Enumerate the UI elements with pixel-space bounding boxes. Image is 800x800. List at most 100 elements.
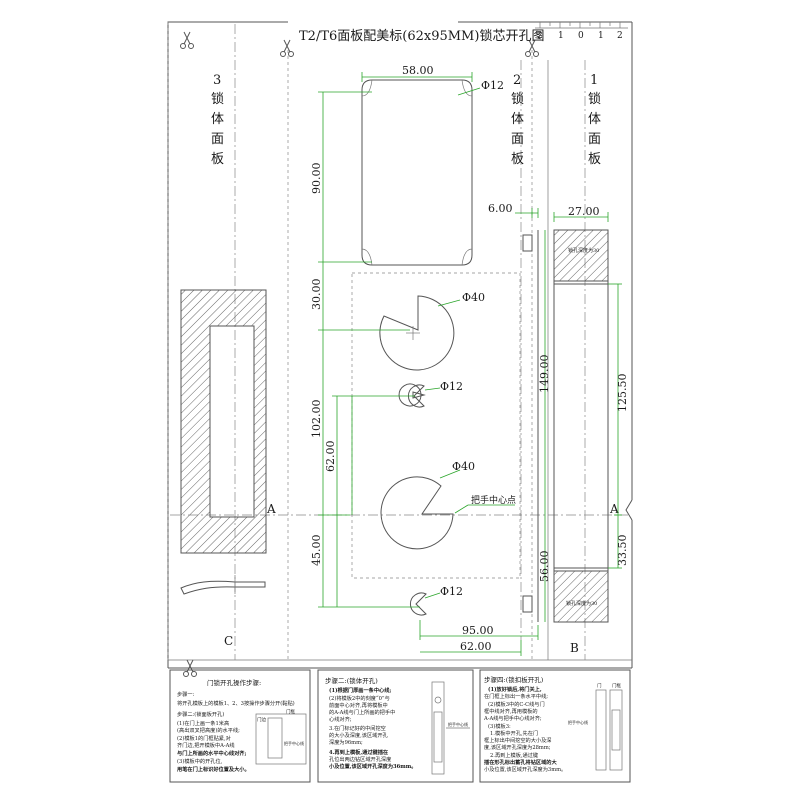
column-char: 体	[588, 112, 601, 127]
instruction-line: 2.再到上模板,通过键	[490, 751, 538, 759]
lock-body-outline	[522, 229, 609, 623]
dim-62-horizontal: 62.00	[460, 640, 492, 653]
ruler-tick-label: 1	[558, 31, 564, 41]
instruction-line: A-A线与把手中心线对齐;	[483, 714, 542, 722]
dim-phi12-bottom: Φ12	[440, 585, 463, 598]
cylinder-cutout-rect	[361, 79, 473, 266]
scissors-icon	[180, 31, 194, 49]
scissors-icon	[525, 39, 539, 57]
instruction-line: 4.再到上模板,通过键插在	[329, 748, 388, 756]
screw-hole-mid	[398, 383, 426, 407]
instruction-line: (1)根据门厚画一条中心线;	[329, 686, 391, 694]
handle-guide-rect	[351, 272, 521, 579]
instruction-line: 3.在门标记好的中间挖空	[329, 724, 386, 732]
dim-6: 6.00	[488, 202, 513, 215]
instruction-line: (1)放好锁后,将门关上,	[488, 685, 542, 693]
instruction-line: 深度为96mm;	[329, 738, 363, 746]
instruction-box-2: 步骤二:(锁体开孔) (1)根据门厚画一条中心线; (2)将模板2中的刻度“0”…	[317, 669, 474, 783]
column-char: 面	[511, 132, 524, 147]
instruction-title: 步骤四:(锁扣板开孔)	[484, 675, 544, 684]
screw-hole-bottom	[409, 592, 427, 616]
instruction-line: 前面中心对齐,再将模板中	[329, 701, 388, 709]
dim-phi12-top: Φ12	[481, 79, 504, 92]
diagram-label: 把手中心线	[284, 740, 304, 746]
instruction-line: 度,该区域开孔深度为28mm;	[484, 743, 551, 751]
scissors-icon	[280, 39, 294, 57]
dim-56: 56.00	[538, 551, 551, 583]
section-label-c: C	[224, 634, 233, 648]
ruler-tick-label: 2	[537, 31, 543, 41]
dim-33: 33.50	[616, 535, 629, 567]
diagram-label: 门边	[257, 716, 266, 723]
column-char: 体	[511, 112, 524, 127]
instruction-line: 心线对齐;	[329, 715, 352, 723]
dim-90: 90.00	[310, 163, 323, 195]
template-title: T2/T6面板配美标(62x95MM)锁芯开孔图	[299, 28, 544, 44]
section-label-a-right: A	[609, 502, 619, 516]
column-char: 面	[588, 132, 601, 147]
column-char: 板	[211, 152, 224, 167]
instruction-line: (3)模板3:	[488, 722, 511, 730]
instruction-box-3: 步骤四:(锁扣板开孔) (1)放好锁后,将门关上, 在门框上标出一条水平中线; …	[479, 669, 631, 783]
section-label-a-left: A	[266, 502, 276, 516]
column-number: 3	[213, 73, 221, 88]
hatch-depth-label: 锁孔深度为30	[568, 247, 599, 254]
dim-58: 58.00	[402, 64, 434, 77]
instruction-line: 插在形孔标出蓄孔将钻区域的大	[484, 758, 557, 766]
instruction-line: (2)模板3中的C-C线与门	[488, 700, 545, 708]
column-char: 板	[511, 152, 524, 167]
dimension-lines	[318, 72, 622, 656]
instruction-line: 小及位置,该区域开孔深度为3mm。	[484, 765, 566, 773]
section-label-b: B	[570, 641, 579, 655]
column-label-1: 1 锁 体 面 板	[588, 73, 601, 167]
instruction-title: 门锁开孔操作步骤:	[207, 678, 261, 687]
dim-125: 125.50	[616, 374, 629, 413]
template-frame	[167, 21, 633, 669]
spindle-hole-bottom	[380, 476, 454, 550]
instruction-line: 与门上所画的水平中心线对齐;	[177, 749, 246, 757]
column-number: 2	[513, 73, 521, 88]
instruction-line: (2)模板1的门框贴紧,对	[177, 734, 231, 742]
dim-149: 149.00	[538, 355, 551, 394]
instruction-line: (2)将模板2中的刻度“0”与	[329, 694, 390, 702]
instruction-line: 孔位出两边钻区域开孔深度	[329, 755, 391, 763]
instruction-line: 在门框上标出一条水平中线;	[484, 692, 548, 700]
instruction-line: 1.模板中开孔,先在门	[490, 729, 538, 737]
instruction-line: 的大小及深度,该区域开孔	[329, 731, 389, 739]
dim-62-vertical: 62.00	[324, 441, 337, 473]
instruction-line: 框上标出中间挖空的大小及深	[484, 736, 551, 744]
column-char: 锁	[588, 91, 601, 107]
dim-phi40-top: Φ40	[462, 291, 485, 304]
instruction-line: 框中线对齐,再用模板的	[484, 707, 538, 715]
dim-102: 102.00	[310, 400, 323, 439]
instruction-line: 小及位置,该区域开孔深度为36mm。	[329, 762, 416, 770]
instruction-line: (3)模板中的开孔位,	[177, 757, 223, 765]
dim-30: 30.00	[310, 279, 323, 311]
dim-27: 27.00	[568, 205, 600, 218]
dim-45: 45.00	[310, 535, 323, 567]
ruler-tick-label: 0	[578, 31, 584, 41]
spindle-hole-top	[379, 295, 455, 371]
strike-plate-outline	[180, 289, 267, 554]
column-char: 锁	[211, 91, 224, 107]
dim-phi12-mid: Φ12	[440, 380, 463, 393]
column-label-3: 3 锁 体 面 板	[211, 73, 224, 167]
handle-center-label: 把手中心点	[471, 494, 516, 506]
column-char: 锁	[511, 91, 524, 107]
diagram-label: 门框	[286, 708, 295, 715]
ruler: 2 1 0 1 2	[535, 22, 628, 41]
diagram-label: 把手中心线	[448, 721, 468, 727]
instruction-line: 步骤二:(锁面板开孔)	[177, 710, 224, 718]
column-char: 面	[211, 132, 224, 147]
instruction-title: 步骤二:(锁体开孔)	[325, 676, 378, 685]
dim-phi40-bottom: Φ40	[452, 460, 475, 473]
instruction-line: 将开孔模板上的模板1、2、3按操作步骤分开(黏贴)	[177, 699, 295, 707]
instruction-line: (1)在门上画一条1米高	[177, 719, 229, 727]
instruction-line: 用笔在门上标识好位置及大小。	[176, 765, 250, 773]
instruction-line: 步骤一:	[177, 690, 195, 698]
column-number: 1	[590, 73, 598, 88]
ruler-tick-label: 1	[598, 31, 604, 41]
instruction-line: (高出双叉把高度)的水平线;	[177, 726, 240, 734]
instruction-box-1: 门锁开孔操作步骤: 步骤一: 将开孔模板上的模板1、2、3按操作步骤分开(黏贴)…	[169, 669, 311, 783]
